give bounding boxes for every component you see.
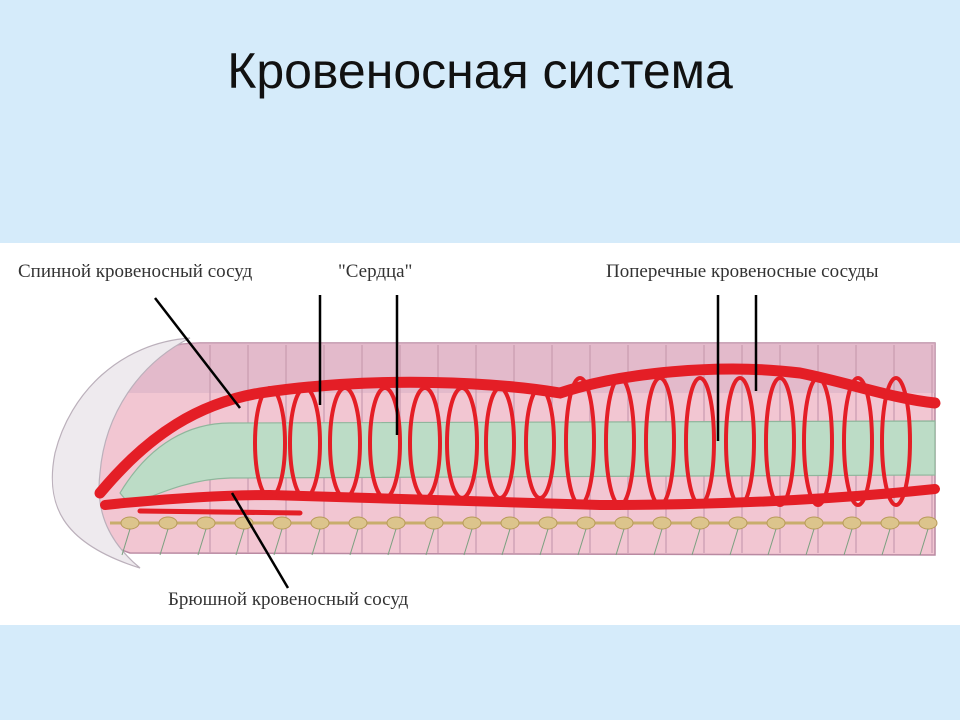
nerve-branch (159, 528, 169, 556)
transverse-vessel-loop (644, 376, 676, 507)
nerve-ganglion (310, 516, 330, 530)
worm-head (51, 337, 191, 569)
transverse-vessel-loop (604, 376, 636, 507)
nerve-branch (311, 528, 321, 556)
nerve-ganglion (158, 516, 178, 530)
nerve-ganglion (652, 516, 672, 530)
heart-loop (368, 386, 402, 500)
nerve-branch (121, 528, 131, 556)
nerve-ganglion (918, 516, 938, 530)
transverse-vessel-loop (724, 376, 756, 507)
heart-loop (445, 386, 479, 500)
heart-loop (328, 386, 362, 500)
transverse-vessel-loop (524, 386, 556, 500)
nerve-ganglion (196, 516, 216, 530)
nerve-branch (729, 528, 739, 556)
nerve-ganglion (614, 516, 634, 530)
heart-loop (408, 386, 442, 500)
nerve-ganglion (348, 516, 368, 530)
nerve-branch (273, 528, 283, 556)
transverse-vessel-loop (842, 376, 874, 507)
nerve-branch (501, 528, 511, 556)
nerve-branch (539, 528, 549, 556)
label-transverse-vessels: Поперечные кровеносные сосуды (606, 261, 879, 282)
nerve-ganglion (766, 516, 786, 530)
nerve-ganglion (272, 516, 292, 530)
nerve-ganglion (538, 516, 558, 530)
transverse-vessel-loop (564, 376, 596, 507)
nerve-ganglion (500, 516, 520, 530)
dorsal-vessel-pointer (154, 297, 241, 409)
nerve-ganglion (690, 516, 710, 530)
nerve-ganglion (424, 516, 444, 530)
nerve-ganglion (386, 516, 406, 530)
nerve-ganglion (120, 516, 140, 530)
earthworm-diagram: Спинной кровеносный сосуд "Сердца" Попер… (18, 261, 941, 610)
nerve-branch (349, 528, 359, 556)
nerve-cord (110, 516, 938, 556)
nerve-branch (425, 528, 435, 556)
heart-loop (288, 386, 322, 500)
nerve-branch (235, 528, 245, 556)
slide-title: Кровеносная система (227, 43, 733, 99)
nerve-branch (881, 528, 891, 556)
nerve-ganglion (576, 516, 596, 530)
nerve-branch (767, 528, 777, 556)
nerve-branch (387, 528, 397, 556)
heart-loop (253, 386, 287, 500)
nerve-branch (577, 528, 587, 556)
subneural-vessel (137, 508, 303, 516)
worm-cuticle-top (95, 343, 935, 393)
transverse-vessel-loop (484, 386, 516, 500)
nerve-branch (805, 528, 815, 556)
nerve-branch (653, 528, 663, 556)
nerve-ganglion (804, 516, 824, 530)
nerve-branch (615, 528, 625, 556)
vessel-loops (253, 376, 912, 507)
nerve-branch (197, 528, 207, 556)
nerve-ganglion (728, 516, 748, 530)
nerve-branch (463, 528, 473, 556)
figure-panel: Спинной кровеносный сосуд "Сердца" Попер… (0, 243, 960, 625)
transverse-vessel-loop (802, 376, 834, 507)
nerve-ganglion (842, 516, 862, 530)
nerve-branch (919, 528, 929, 556)
ventral-vessel-pointer (230, 492, 290, 589)
nerve-ganglion (880, 516, 900, 530)
label-ventral-vessel: Брюшной кровеносный сосуд (168, 589, 409, 610)
transverse-vessel-loop (684, 376, 716, 507)
transverse-vessel-loop (880, 376, 912, 507)
nerve-ganglion (462, 516, 482, 530)
transverse-vessel-loop (764, 376, 796, 507)
nerve-branch (843, 528, 853, 556)
nerve-branch (691, 528, 701, 556)
label-dorsal-vessel: Спинной кровеносный сосуд (18, 261, 253, 282)
label-hearts: "Сердца" (338, 261, 412, 282)
